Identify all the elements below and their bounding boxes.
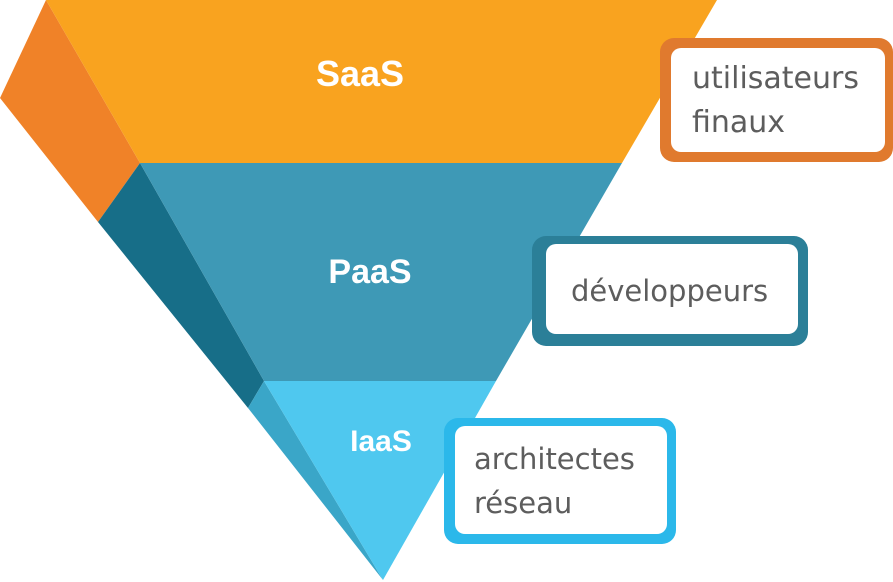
paas-layer: PaaS <box>98 163 622 408</box>
developers-text: développeurs <box>571 274 768 308</box>
end-users-callout-inner <box>671 48 885 152</box>
iaas-layer: IaaS <box>248 381 496 580</box>
developers-callout: développeurs <box>532 236 808 346</box>
saas-front-face <box>46 0 717 163</box>
saas-label: SaaS <box>316 53 404 94</box>
network-architects-text-line-1: architectes <box>474 442 635 476</box>
end-users-text-line-1: utilisateurs <box>692 61 859 96</box>
paas-label: PaaS <box>328 253 411 291</box>
iaas-label: IaaS <box>350 425 412 458</box>
saas-layer: SaaS <box>0 0 717 222</box>
paas-side-face <box>98 163 264 408</box>
end-users-callout: utilisateurs finaux <box>660 38 893 162</box>
iaas-front-face <box>264 381 496 580</box>
network-architects-text-line-2: réseau <box>474 486 572 520</box>
paas-front-face <box>140 163 622 381</box>
network-architects-callout-inner <box>455 426 667 534</box>
end-users-text-line-2: finaux <box>692 105 785 140</box>
developers-callout-inner <box>546 244 798 334</box>
iaas-side-face <box>248 381 383 580</box>
network-architects-callout: architectes réseau <box>444 418 676 544</box>
saas-side-face <box>0 0 140 222</box>
